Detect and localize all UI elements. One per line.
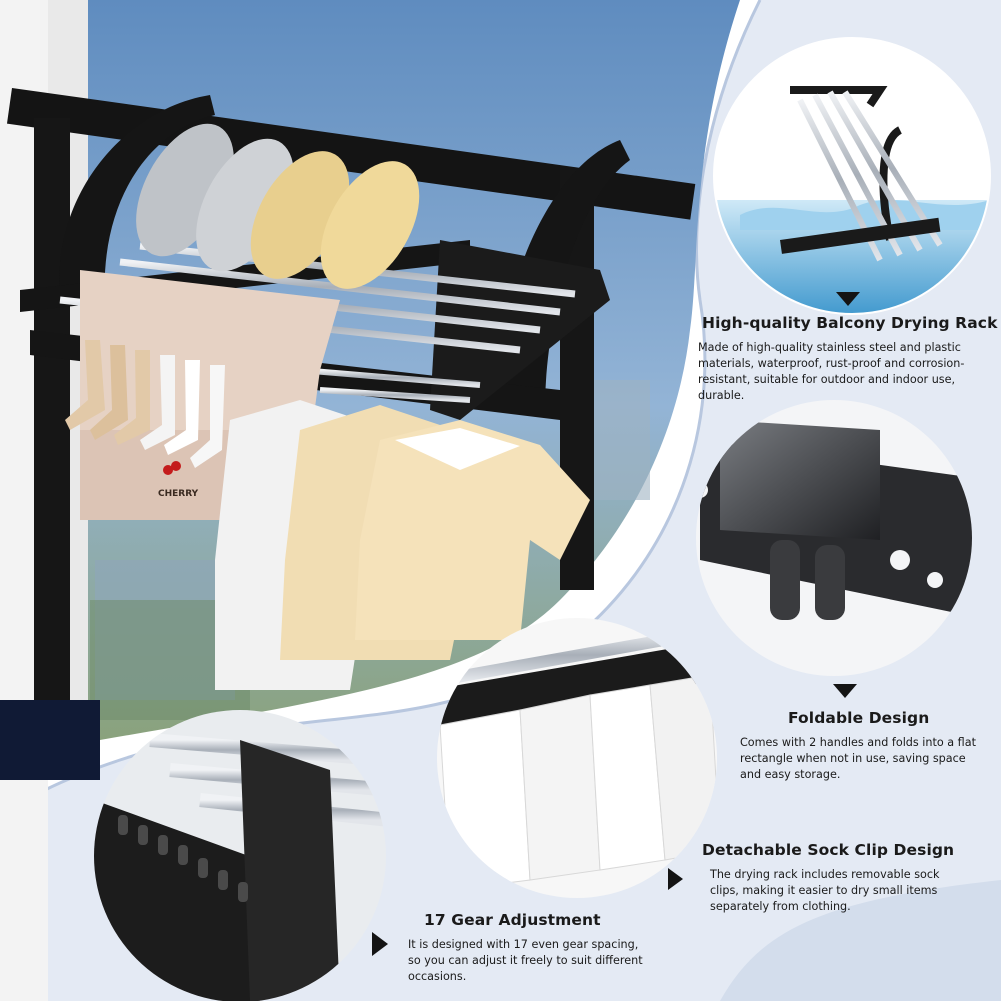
feature-balcony-drying-rack: High-quality Balcony Drying Rack Made of… [698,314,998,404]
triangle-right-icon [372,932,388,956]
triangle-right-icon [668,868,683,890]
feature-foldable-design: Foldable Design Comes with 2 handles and… [740,709,980,783]
socks [65,340,225,468]
feature-gear-adjustment: 17 Gear Adjustment It is designed with 1… [408,911,643,985]
hero-photo: CHERRY [0,0,740,1001]
slippers [136,123,420,289]
feature-title: 17 Gear Adjustment [424,911,601,929]
detail-circle-gear [94,710,386,1001]
feature-title: Detachable Sock Clip Design [702,841,955,859]
detail-circle-waterproof [714,38,990,314]
svg-text:CHERRY: CHERRY [158,489,199,499]
detail-circle-folding [696,400,972,676]
feature-description: Comes with 2 handles and folds into a fl… [740,736,976,781]
triangle-down-icon [836,292,860,306]
feature-description: The drying rack includes removable sock … [710,868,940,913]
feature-title: High-quality Balcony Drying Rack [702,314,998,332]
feature-title: Foldable Design [788,709,930,727]
triangle-down-icon [833,684,857,698]
shirts [215,400,590,690]
feature-description: It is designed with 17 even gear spacing… [408,938,643,983]
feature-sock-clip-design: Detachable Sock Clip Design The drying r… [702,841,957,915]
feature-description: Made of high-quality stainless steel and… [698,341,965,402]
